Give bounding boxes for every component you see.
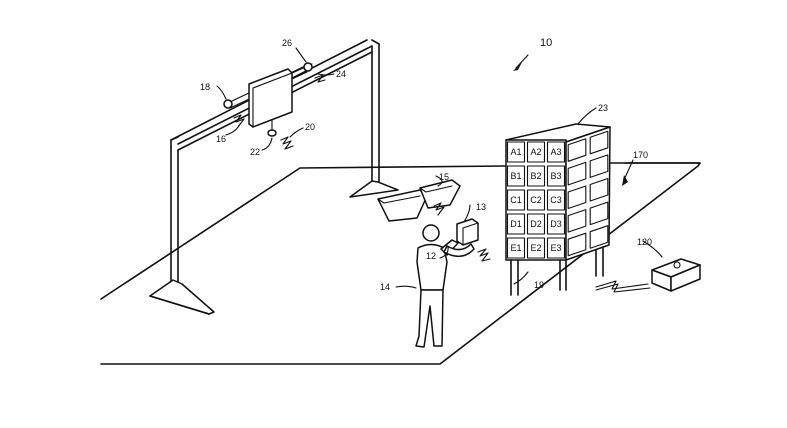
side-cubby <box>589 225 609 249</box>
shelf-cell <box>506 189 526 211</box>
ref-19: 19 <box>534 280 544 290</box>
reference-labels: 10 26 24 18 16 20 22 15 13 12 14 23 19 1… <box>200 37 652 292</box>
shelf-cell-label: A3 <box>550 147 561 157</box>
shelf-cell-label: B2 <box>530 171 541 181</box>
shelf-cell <box>506 237 526 259</box>
bins <box>377 179 461 222</box>
shelf-cell-label: D3 <box>550 219 562 229</box>
side-cubby <box>567 232 587 257</box>
side-cubby <box>589 201 609 226</box>
shelf-cell-label: C1 <box>510 195 522 205</box>
shelf-cell-label: E1 <box>510 243 521 253</box>
ref-10: 10 <box>540 37 552 49</box>
roller-left <box>223 99 233 109</box>
shelf-cell-label: D1 <box>510 219 522 229</box>
side-cubby <box>567 209 587 233</box>
side-cubby <box>589 154 609 178</box>
ref-18: 18 <box>200 82 210 92</box>
ref-24: 24 <box>336 69 346 79</box>
shelf-cell-label: E3 <box>550 243 561 253</box>
shelf-cell <box>546 165 566 187</box>
shelf-cell-label: E2 <box>530 243 541 253</box>
sensor-head <box>267 129 277 137</box>
shelf-cell <box>526 165 546 187</box>
ref-170: 170 <box>633 150 648 160</box>
shelf-cell <box>506 213 526 235</box>
ref-23: 23 <box>598 103 608 113</box>
shelf-cell-label: C3 <box>550 195 562 205</box>
shelf-cell <box>546 213 566 235</box>
worker-figure <box>415 224 475 348</box>
side-cubby <box>589 177 609 202</box>
ref-20: 20 <box>305 122 315 132</box>
roller-right <box>303 62 313 72</box>
ref-120: 120 <box>637 237 652 247</box>
side-cubby <box>567 161 587 186</box>
shelf-cell <box>506 141 526 163</box>
base-station <box>595 258 701 293</box>
overhead-unit <box>223 62 313 137</box>
ref-14: 14 <box>380 282 390 292</box>
area-arrow-head <box>622 175 628 186</box>
shelf-cell <box>546 141 566 163</box>
handheld-item <box>456 218 479 246</box>
ref-12: 12 <box>426 251 436 261</box>
leader-lines <box>216 47 663 289</box>
signal-marks <box>233 74 491 262</box>
shelf-cell <box>546 189 566 211</box>
shelf-cell-label: B1 <box>510 171 521 181</box>
shelf-cell <box>506 165 526 187</box>
shelf-cell <box>526 141 546 163</box>
side-cubbies <box>567 130 609 257</box>
shelf-cell-label: C2 <box>530 195 542 205</box>
ref-13: 13 <box>476 202 486 212</box>
shelf-cell-label: A2 <box>530 147 541 157</box>
shelf-cell-label: D2 <box>530 219 542 229</box>
ref-26: 26 <box>282 38 292 48</box>
ref-15: 15 <box>439 172 449 182</box>
ref-22: 22 <box>250 147 260 157</box>
shelf-cell <box>546 237 566 259</box>
side-cubby <box>589 130 609 155</box>
shelf-cell-label: A1 <box>510 147 521 157</box>
side-cubby <box>567 185 587 210</box>
shelf-cell <box>526 189 546 211</box>
shelf-cell <box>526 213 546 235</box>
side-cubby <box>567 138 587 162</box>
shelf-cell <box>526 237 546 259</box>
floor <box>100 162 701 365</box>
ref-16: 16 <box>216 134 226 144</box>
figure-arrow-head <box>513 62 522 71</box>
shelf-cell-label: B3 <box>550 171 561 181</box>
